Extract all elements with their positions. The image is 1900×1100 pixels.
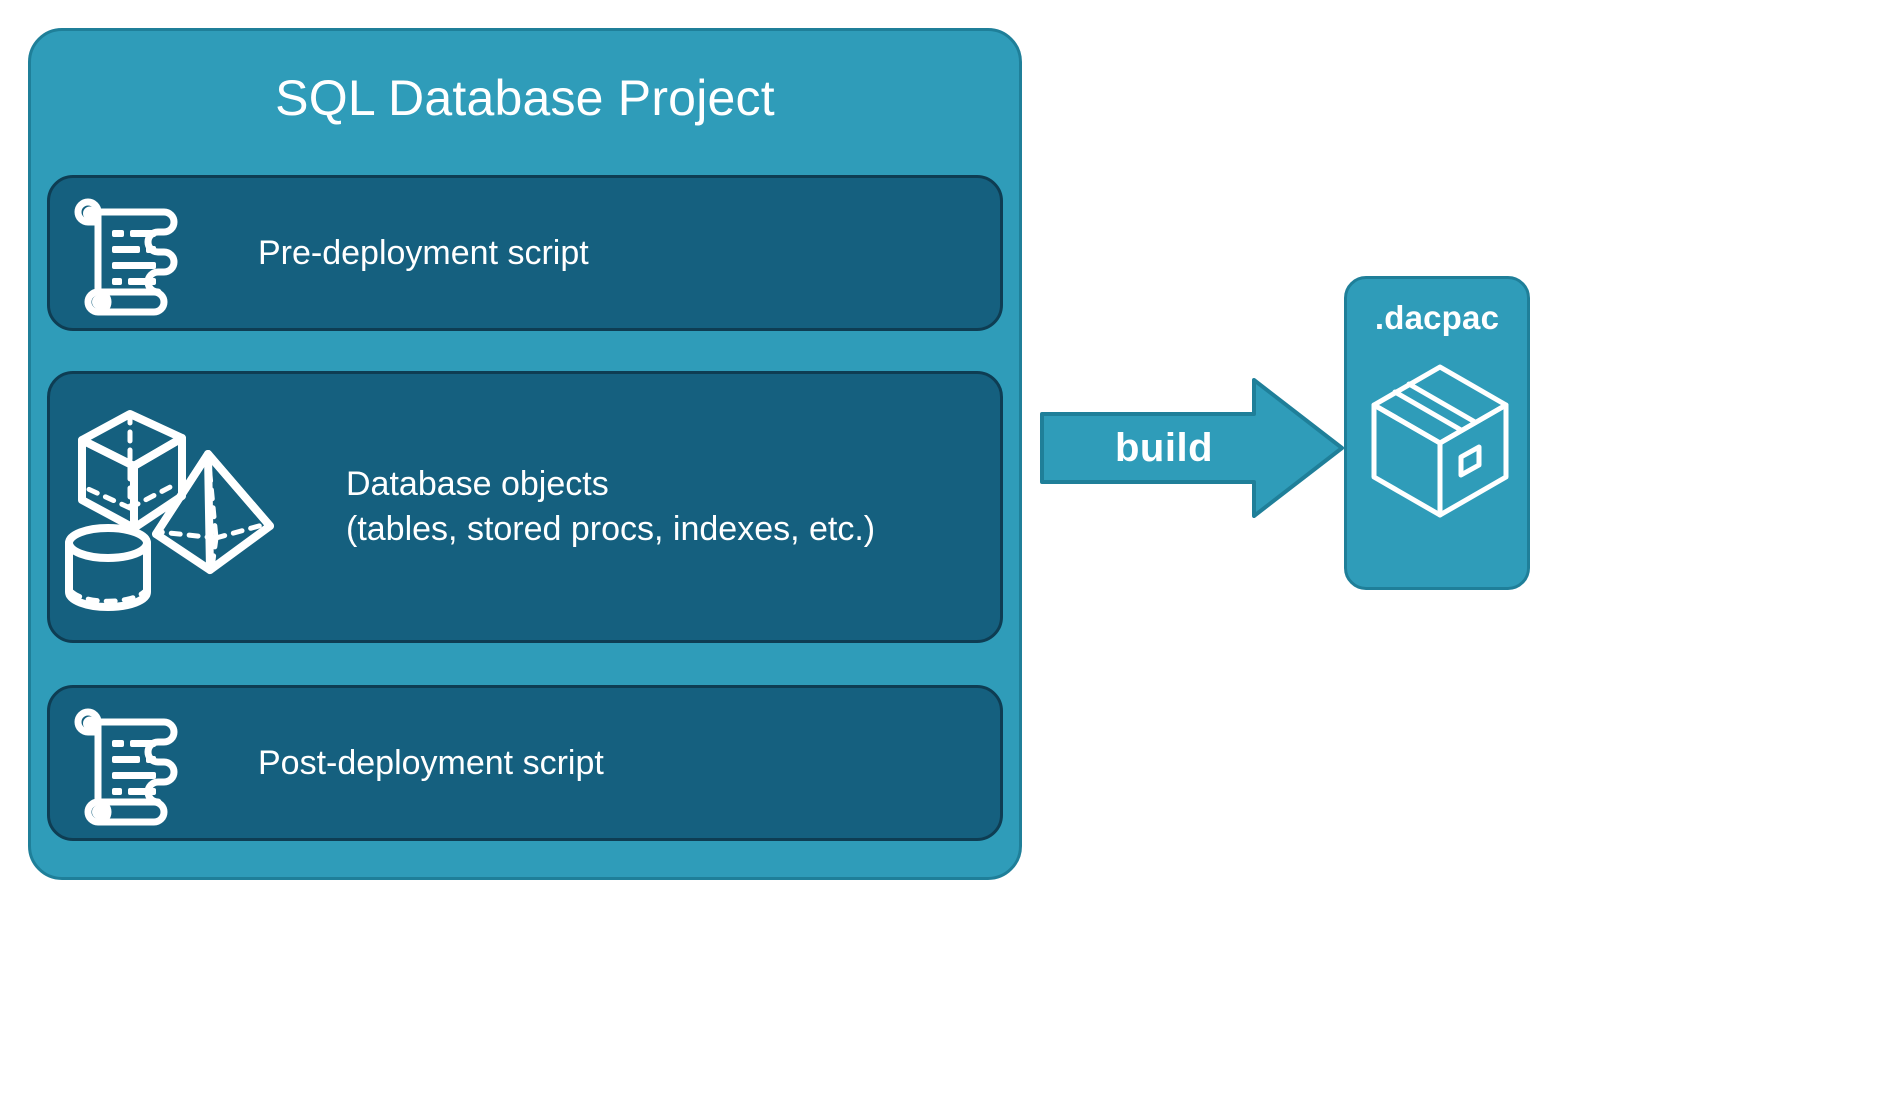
- build-arrow: [1040, 378, 1344, 518]
- post-deployment-script-label: Post-deployment script: [258, 743, 604, 782]
- pre-deployment-script-row[interactable]: Pre-deployment script: [47, 175, 1003, 331]
- database-objects-label-line2: (tables, stored procs, indexes, etc.): [346, 510, 876, 548]
- package-box-icon: [1371, 364, 1509, 518]
- dacpac-title: .dacpac: [1374, 299, 1500, 336]
- database-objects-label: Database objects (tables, stored procs, …: [346, 374, 875, 640]
- pre-deployment-script-label: Pre-deployment script: [258, 233, 589, 272]
- cylinder-shape: [65, 524, 151, 611]
- project-title: SQL Database Project: [275, 70, 775, 126]
- database-objects-label-line1: Database objects: [346, 465, 609, 504]
- scroll-icon: [74, 198, 178, 316]
- post-deployment-script-row[interactable]: Post-deployment script: [47, 685, 1003, 841]
- scroll-icon: [74, 708, 178, 826]
- database-objects-row[interactable]: Database objects (tables, stored procs, …: [47, 371, 1003, 643]
- dacpac-output-card: .dacpac: [1344, 276, 1530, 590]
- sql-database-project-card: SQL Database Project: [28, 28, 1022, 880]
- 3d-shapes-icon: [65, 410, 274, 611]
